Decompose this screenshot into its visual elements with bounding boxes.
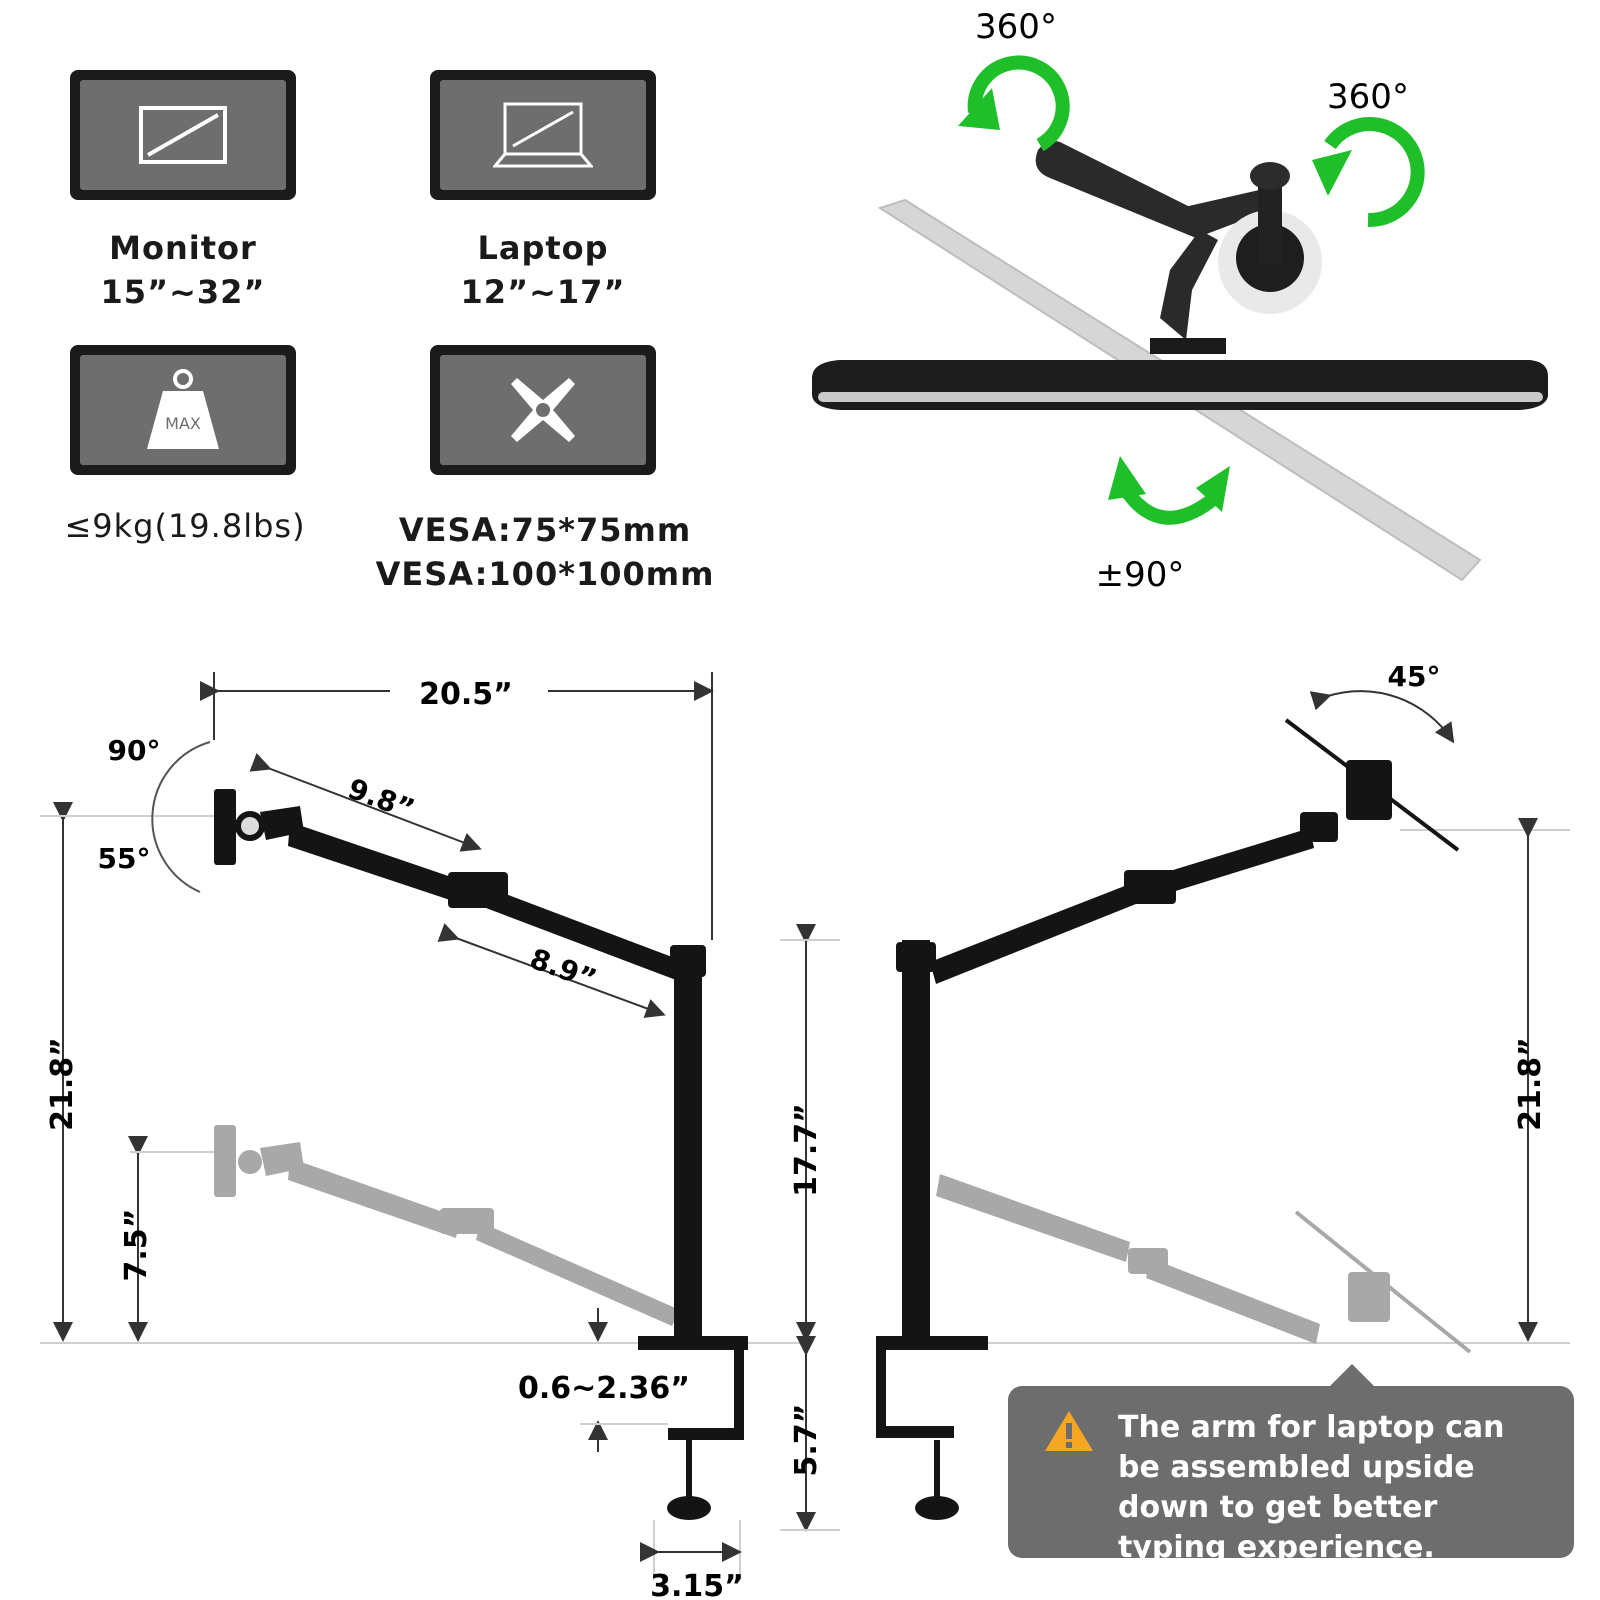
weight-spec-card: MAX — [70, 345, 296, 475]
clamp-width-label: 3.15” — [650, 1569, 744, 1600]
head-swivel-arrow — [1324, 117, 1425, 228]
monitor-body — [812, 360, 1548, 410]
arm-swivel-arrow — [967, 55, 1070, 152]
monitor-spec-card — [70, 70, 296, 200]
total-reach-label: 20.5” — [419, 677, 513, 712]
laptop-icon — [493, 102, 593, 168]
swivel-head-label: 360° — [1327, 77, 1409, 117]
note-text: The arm for laptop can be assembled upsi… — [1118, 1410, 1505, 1565]
vesa-large: VESA:100*100mm — [375, 555, 715, 593]
rotation-arrows — [958, 55, 1425, 525]
vesa-spec-label: VESA:75*75mm VESA:100*100mm — [370, 508, 720, 596]
side-view-left — [40, 672, 840, 1580]
min-height-label: 7.5” — [119, 1209, 154, 1282]
arm-joint — [1160, 230, 1218, 340]
laptop-spec-card — [430, 70, 656, 200]
pole-cap — [1250, 162, 1290, 190]
arm-mount — [1150, 338, 1226, 354]
desk-thickness-label: 0.6~2.36” — [518, 1371, 690, 1406]
upper-arm-label: 9.8” — [344, 772, 419, 826]
vesa-icon — [511, 378, 575, 442]
rotate-arrow — [1120, 485, 1217, 525]
monitor-range: 15”~32” — [100, 273, 266, 311]
tilt-down-label: 55° — [98, 842, 151, 875]
swivel-arm-label: 360° — [975, 7, 1057, 47]
pole-height-label: 17.7” — [789, 1103, 824, 1197]
vesa-small: VESA:75*75mm — [398, 511, 692, 549]
monitor-title: Monitor — [109, 229, 257, 267]
laptop-range: 12”~17” — [460, 273, 626, 311]
clamp-height-label: 5.7” — [789, 1404, 824, 1477]
vesa-spec-card — [430, 345, 656, 475]
rotate-arrowhead-right — [1196, 466, 1230, 512]
lower-arm — [1180, 188, 1270, 238]
max-height-left-label: 21.8” — [45, 1037, 80, 1131]
ghost-laptop-arm — [936, 1174, 1390, 1344]
laptop-title: Laptop — [477, 229, 609, 267]
tilt-up-label: 90° — [108, 734, 161, 767]
head-swivel-arrowhead — [1312, 150, 1352, 196]
side-view-right — [876, 690, 1570, 1520]
monitor-icon — [139, 106, 227, 164]
ghost-arm — [214, 1125, 680, 1326]
weight-value: ≤9kg(19.8lbs) — [64, 507, 306, 545]
weight-badge: MAX — [165, 414, 201, 433]
pole — [1258, 176, 1282, 264]
lower-arm-label: 8.9” — [526, 942, 601, 996]
rotate-label: ±90° — [1096, 555, 1185, 595]
product-top-view — [812, 141, 1548, 582]
upper-arm — [1035, 141, 1200, 238]
weight-spec-label: ≤9kg(19.8lbs) — [40, 504, 330, 548]
max-height-right-label: 21.8” — [1513, 1037, 1548, 1131]
laptop-note-callout: The arm for laptop can be assembled upsi… — [1008, 1364, 1574, 1565]
laptop-spec-label: Laptop 12”~17” — [430, 226, 656, 314]
arm-swivel-arrowhead — [958, 88, 1000, 130]
monitor-edge — [818, 392, 1543, 402]
warning-icon — [1045, 1411, 1093, 1451]
weight-icon: MAX — [147, 369, 219, 449]
tray-tilt-label: 45° — [1388, 660, 1441, 693]
monitor-spec-label: Monitor 15”~32” — [70, 226, 296, 314]
rotate-arrowhead-left — [1108, 456, 1146, 500]
